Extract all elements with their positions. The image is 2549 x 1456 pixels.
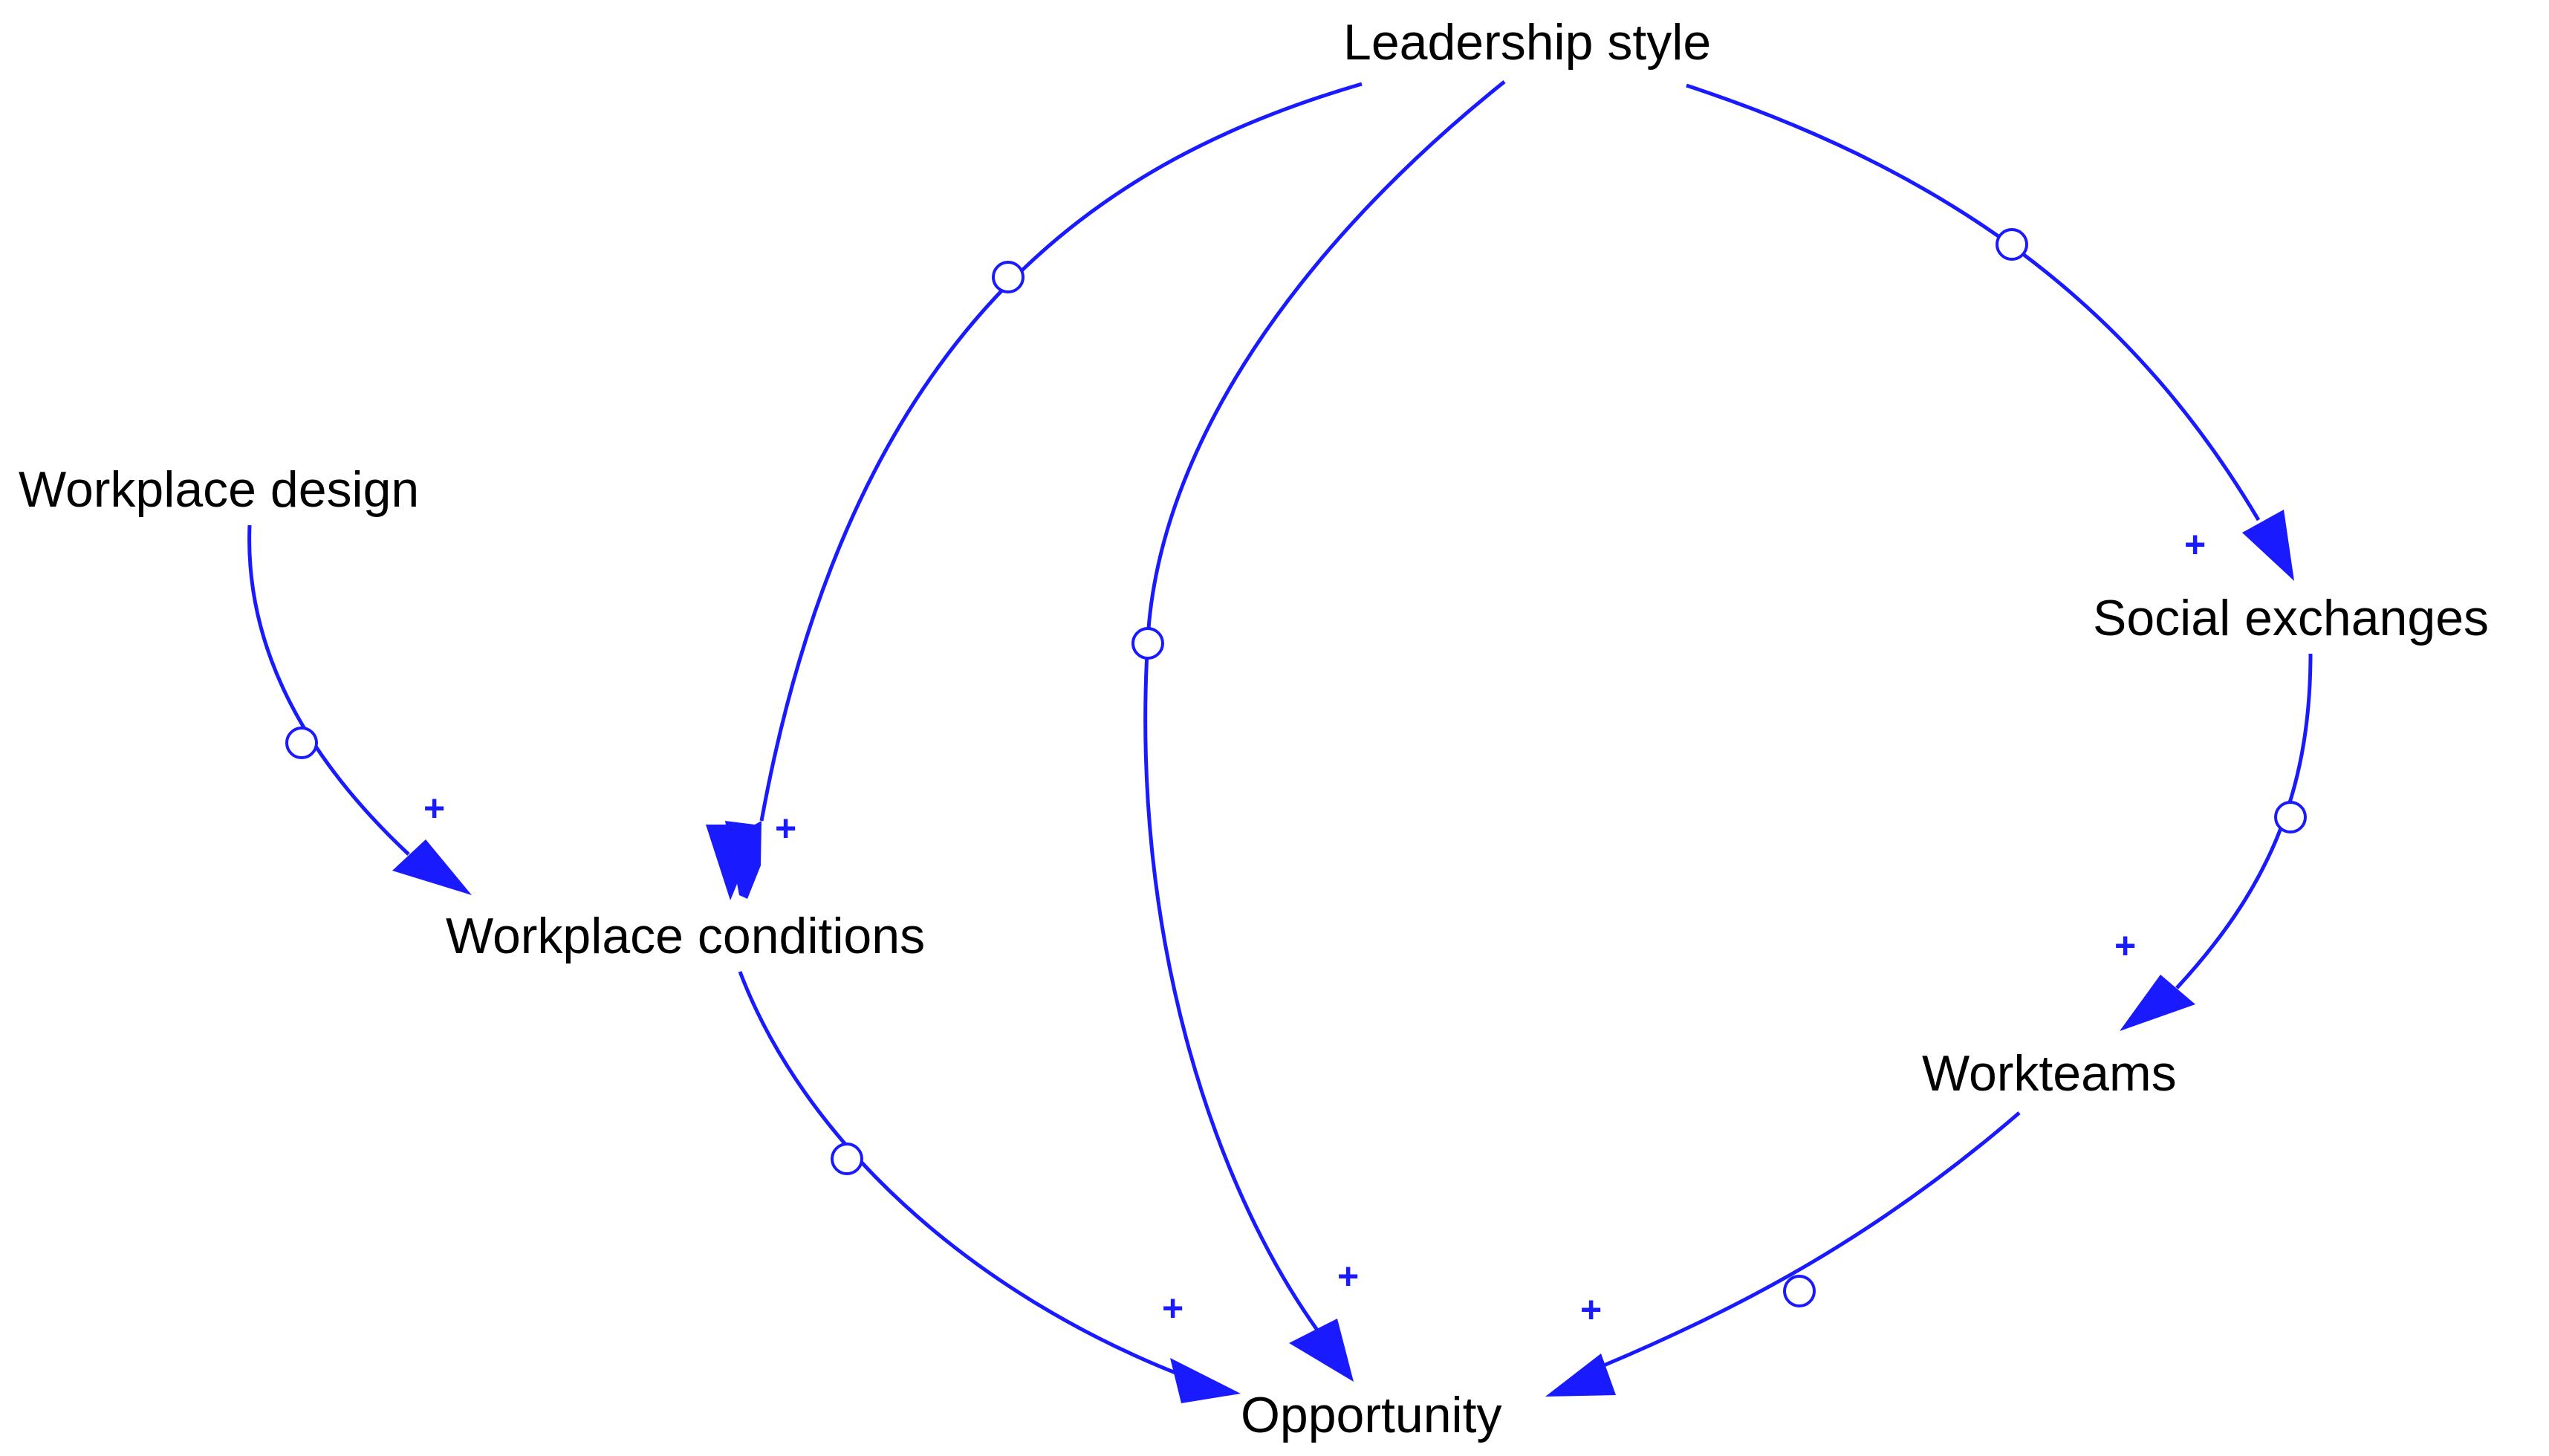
node-opportunity[interactable]: Opportunity xyxy=(1241,1387,1502,1443)
polarity-sign: + xyxy=(1580,1289,1602,1330)
node-workplace-conditions[interactable]: Workplace conditions xyxy=(446,908,925,964)
link-handle[interactable] xyxy=(1131,627,1164,660)
arrowhead-icon xyxy=(1289,1319,1354,1382)
link-handle[interactable] xyxy=(2274,801,2307,833)
node-leadership-style[interactable]: Leadership style xyxy=(1343,14,1711,71)
polarity-sign: + xyxy=(423,787,445,829)
polarity-sign: + xyxy=(1162,1287,1183,1329)
link-curve[interactable] xyxy=(1686,83,2261,521)
arrowhead-icon xyxy=(2242,510,2294,581)
arrowhead-icon xyxy=(2120,975,2195,1031)
link-handle[interactable] xyxy=(992,261,1025,293)
node-workteams[interactable]: Workteams xyxy=(1922,1045,2177,1102)
link-social-exchanges-to-workteams[interactable]: + xyxy=(2114,653,2313,1031)
link-curve[interactable] xyxy=(247,524,410,856)
polarity-sign: + xyxy=(1337,1255,1359,1297)
link-workplace-design-to-workplace-conditions[interactable]: + xyxy=(247,524,472,895)
link-curve[interactable] xyxy=(1582,1111,2021,1377)
node-workplace-design[interactable]: Workplace design xyxy=(19,461,419,518)
link-curve[interactable] xyxy=(2175,653,2313,989)
polarity-sign: + xyxy=(775,807,796,849)
arrowhead-icon xyxy=(1545,1353,1616,1397)
link-curve[interactable] xyxy=(1143,80,1506,1339)
link-handle[interactable] xyxy=(831,1143,863,1175)
link-leadership-to-opportunity[interactable]: + xyxy=(1131,80,1506,1382)
link-workplace-conditions-to-opportunity[interactable]: + xyxy=(738,971,1241,1403)
link-handle[interactable] xyxy=(285,727,318,759)
link-handle[interactable] xyxy=(1783,1275,1816,1307)
link-handle[interactable] xyxy=(1996,228,2028,261)
link-workteams-to-opportunity[interactable]: + xyxy=(1545,1111,2021,1397)
arrowhead-icon xyxy=(1170,1358,1241,1403)
link-curve[interactable] xyxy=(759,82,1363,822)
arrowhead-icon xyxy=(706,825,762,900)
link-leadership-to-workplace-conditions[interactable]: + xyxy=(706,82,1363,900)
polarity-sign: + xyxy=(2184,524,2206,565)
node-social-exchanges[interactable]: Social exchanges xyxy=(2093,590,2489,646)
polarity-sign: + xyxy=(2114,925,2136,966)
link-leadership-to-social-exchanges[interactable]: + xyxy=(1686,83,2294,581)
link-curve[interactable] xyxy=(738,971,1189,1380)
arrowhead-icon xyxy=(392,839,472,895)
